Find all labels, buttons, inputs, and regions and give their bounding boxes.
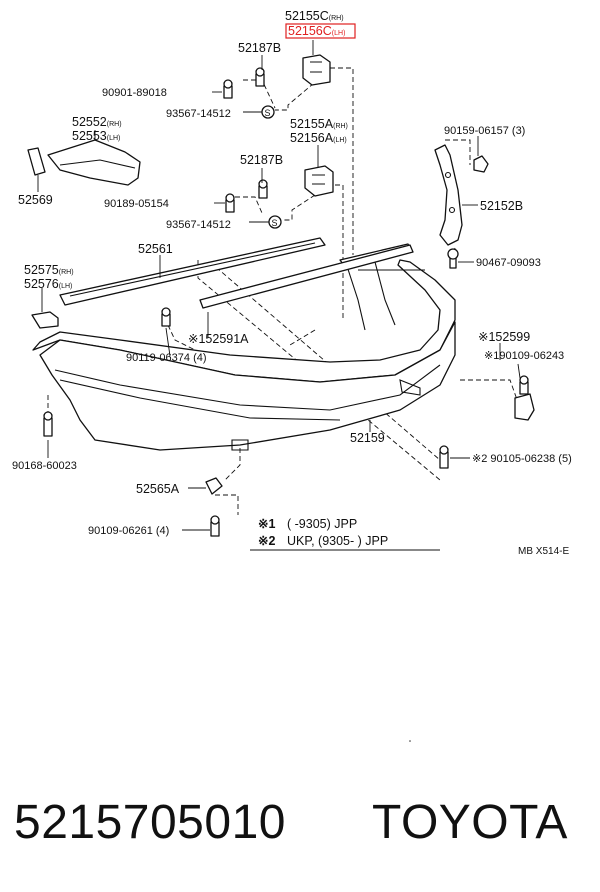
label-52187B-top: 52187B bbox=[238, 41, 281, 55]
footer-brand: TOYOTA bbox=[372, 796, 568, 849]
label-suffix: (LH) bbox=[332, 30, 346, 37]
bracket-52152B bbox=[434, 144, 463, 246]
label-52552: 52552 bbox=[72, 115, 107, 129]
label-90109-06261: 90109-06261 (4) bbox=[88, 525, 169, 537]
label-52155A: 52155A bbox=[290, 117, 334, 131]
label-52565A: 52565A bbox=[136, 482, 180, 496]
label-93567-14512-top: 93567-14512 bbox=[166, 108, 231, 120]
label-52156A: 52156A bbox=[290, 131, 334, 145]
footer-part-number: 5215705010 bbox=[14, 796, 286, 849]
svg-text:52156C(LH): 52156C(LH) bbox=[288, 24, 345, 38]
label-90159-06157: 90159-06157 bbox=[444, 125, 509, 137]
bumper-cover-52159 bbox=[32, 259, 456, 451]
scan-dot bbox=[409, 740, 411, 742]
svg-text:52576(LH): 52576(LH) bbox=[24, 277, 72, 291]
extension-52552 bbox=[27, 139, 141, 186]
svg-text:52155A(RH): 52155A(RH) bbox=[290, 117, 348, 131]
label-90168-60023: 90168-60023 bbox=[12, 460, 77, 472]
label-suffix: (RH) bbox=[329, 15, 344, 22]
label-90467-09093: 90467-09093 bbox=[476, 257, 541, 269]
bracket-52155A bbox=[304, 165, 334, 197]
note-1-text: ( -9305) JPP bbox=[287, 517, 357, 531]
label-52187B-mid: 52187B bbox=[240, 153, 283, 167]
bracket-52599 bbox=[514, 393, 535, 421]
diagram-code: MB X514-E bbox=[518, 546, 569, 557]
label-90901-89018: 90901-89018 bbox=[102, 87, 167, 99]
label-52575: 52575 bbox=[24, 263, 59, 277]
label-52553: 52553 bbox=[72, 129, 107, 143]
label-52599: ※152599 bbox=[478, 330, 530, 344]
label-90189-05154: 90189-05154 bbox=[104, 198, 169, 210]
label-suffix: (RH) bbox=[59, 269, 74, 276]
bracket-52155C bbox=[302, 54, 331, 86]
svg-text:52156A(LH): 52156A(LH) bbox=[290, 131, 347, 145]
label-52576: 52576 bbox=[24, 277, 59, 291]
svg-text:90159-06157 (3): 90159-06157 (3) bbox=[444, 125, 525, 137]
label-suffix: (LH) bbox=[107, 135, 121, 142]
svg-text:S: S bbox=[265, 108, 271, 118]
absorber-52591A bbox=[199, 244, 414, 309]
svg-text:52553(LH): 52553(LH) bbox=[72, 129, 120, 143]
label-52591A: ※152591A bbox=[188, 332, 249, 346]
label-suffix: (LH) bbox=[59, 283, 73, 290]
svg-text:S: S bbox=[272, 218, 278, 228]
label-90119-06374: 90119-06374 (4) bbox=[126, 352, 207, 364]
label-suffix: (RH) bbox=[107, 121, 122, 128]
clip-90159 bbox=[473, 155, 489, 173]
leader-lines bbox=[37, 40, 521, 531]
label-suffix: (RH) bbox=[333, 123, 348, 130]
highlight-box bbox=[285, 23, 356, 39]
label-suffix: (3) bbox=[512, 125, 525, 137]
svg-text:52552(RH): 52552(RH) bbox=[72, 115, 122, 129]
notes-block: ※1 ( -9305) JPP ※2 UKP, (9305- ) JPP bbox=[250, 517, 440, 551]
label-suffix: (LH) bbox=[333, 137, 347, 144]
note-2-text: UKP, (9305- ) JPP bbox=[287, 534, 388, 548]
part-labels: 52155C(RH) 52156C(LH) 52187B 90901-89018… bbox=[12, 9, 572, 537]
label-90105-06238: ※2 90105-06238 (5) bbox=[472, 453, 572, 465]
label-52561: 52561 bbox=[138, 242, 173, 256]
label-52152B: 52152B bbox=[480, 199, 523, 213]
label-52155C: 52155C bbox=[285, 9, 329, 23]
s-washer-icon: S S bbox=[261, 105, 282, 229]
label-90109-06243: ※190109-06243 bbox=[484, 350, 564, 362]
label-93567-14512-mid: 93567-14512 bbox=[166, 219, 231, 231]
bracket-52575 bbox=[31, 311, 59, 329]
bracket-52565A bbox=[205, 477, 223, 495]
svg-text:52155C(RH): 52155C(RH) bbox=[285, 9, 344, 23]
svg-text:52575(RH): 52575(RH) bbox=[24, 263, 74, 277]
label-52156C: 52156C bbox=[288, 24, 332, 38]
label-52159: 52159 bbox=[350, 431, 385, 445]
label-52569: 52569 bbox=[18, 193, 53, 207]
fasteners bbox=[43, 67, 529, 537]
note-1-mark: ※1 bbox=[258, 517, 275, 531]
note-2-mark: ※2 bbox=[258, 534, 275, 548]
